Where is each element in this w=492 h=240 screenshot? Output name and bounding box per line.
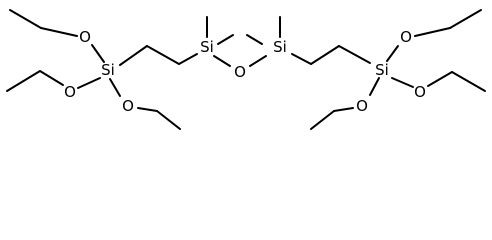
atom-o3-label: O — [122, 97, 134, 115]
atom-o4-label: O — [400, 28, 412, 46]
bond-si1-o3 — [109, 78, 121, 97]
bond-si4-o6 — [369, 77, 380, 96]
atom-si1-label: Si — [101, 61, 115, 79]
bond-ethyl-o6-ch3 — [310, 110, 335, 130]
atom-si4-label: Si — [375, 61, 389, 79]
atom-o2-label: O — [64, 83, 76, 101]
bond-ethyl-o5-ch2 — [427, 71, 453, 87]
bond-si2-methyl-right — [217, 34, 234, 45]
bond-obridge-si3 — [249, 55, 267, 67]
bond-ethyl-o2-ch2 — [39, 70, 64, 86]
bond-ethyl-o3-ch2 — [137, 107, 158, 112]
bond-ethyl-o2-ch3 — [6, 70, 41, 92]
bond-si3-ch2c — [291, 53, 312, 65]
bond-ethyl-o6-ch2 — [333, 107, 354, 112]
bond-ethyl-o5-ch3 — [451, 71, 486, 92]
atom-o1-label: O — [79, 28, 91, 46]
bond-ch2d-si4 — [338, 45, 371, 64]
atom-si2-label: Si — [200, 38, 214, 56]
atom-si3-label: Si — [273, 38, 287, 56]
bond-ethyl-o4-ch2 — [414, 27, 451, 37]
bond-si2-obridge — [213, 55, 231, 67]
bond-si4-o5 — [391, 77, 414, 88]
bond-si3-methyl-left — [246, 34, 263, 45]
bond-o1-si1 — [91, 44, 105, 63]
bond-si1-ch2a — [119, 45, 148, 66]
bond-ethyl-o1-ch3 — [9, 9, 42, 29]
bond-ethyl-o4-ch3 — [449, 9, 482, 29]
bond-ch2c-ch2d — [310, 45, 340, 65]
atom-obridge-label: O — [234, 63, 246, 81]
bond-ch2b-si2 — [178, 53, 198, 65]
atom-o5-label: O — [414, 83, 426, 101]
bond-ch2a-ch2b — [146, 45, 180, 65]
bond-si4-o4 — [386, 45, 399, 62]
chemical-structure: O O O Si Si O Si O O O Si — [6, 9, 486, 130]
atom-o6-label: O — [356, 97, 368, 115]
bond-ethyl-o3-ch3 — [156, 110, 181, 130]
bond-o2-si1 — [77, 77, 101, 89]
bond-ethyl-o1-ch2 — [40, 27, 78, 37]
